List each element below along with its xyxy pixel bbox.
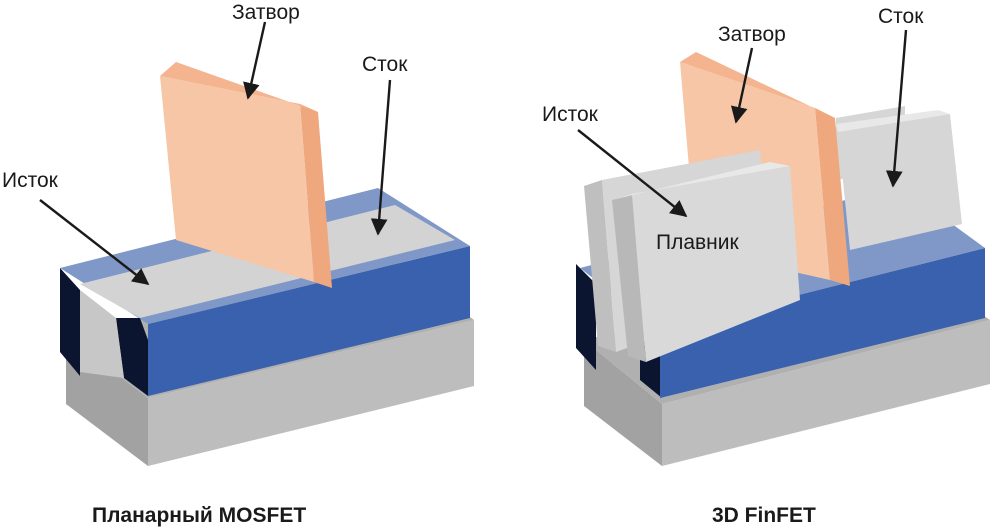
finfet-gate-label: Затвор <box>718 23 786 46</box>
finfet-drain-fin-top <box>836 110 950 132</box>
finfet-oxide-front <box>660 248 985 398</box>
finfet-fin-b-top <box>612 162 790 200</box>
planar-source-arrow <box>39 199 150 286</box>
planar-trench-left <box>60 268 80 376</box>
finfet-gate-arrow <box>730 47 754 124</box>
finfet-fin-b-side <box>612 194 646 362</box>
planar-trench-inner <box>116 318 148 396</box>
planar-channel-face <box>80 290 124 378</box>
finfet-gate-side <box>815 108 850 286</box>
finfet-gate-top <box>680 52 835 118</box>
finfet-drain-arrow <box>885 29 908 188</box>
finfet-trench-left <box>576 264 596 370</box>
planar-gate-label: Затвор <box>232 1 300 24</box>
planar-drain-label: Сток <box>362 53 408 76</box>
finfet-fin-label: Плавник <box>656 231 739 254</box>
planar-oxide-front <box>148 246 470 396</box>
planar-gate-side <box>300 104 332 288</box>
finfet-substrate-front <box>662 320 990 466</box>
planar-gate-arrow <box>243 21 267 100</box>
finfet-caption: 3D FinFET <box>712 504 816 527</box>
planar-mosfet-model <box>39 21 474 466</box>
planar-substrate-front <box>148 320 474 466</box>
finfet-source-arrow <box>577 129 688 218</box>
planar-caption: Планарный MOSFET <box>92 504 307 527</box>
planar-gate-front <box>160 76 314 282</box>
finfet-fin-a-side <box>584 180 616 352</box>
finfet-drain-label: Сток <box>878 5 924 28</box>
planar-gate-top <box>160 62 318 112</box>
finfet-model <box>576 29 990 466</box>
finfet-substrate-left <box>584 340 662 466</box>
finfet-source-label: Исток <box>542 103 598 126</box>
planar-drain-arrow <box>370 79 392 236</box>
planar-source-label: Исток <box>2 169 58 192</box>
